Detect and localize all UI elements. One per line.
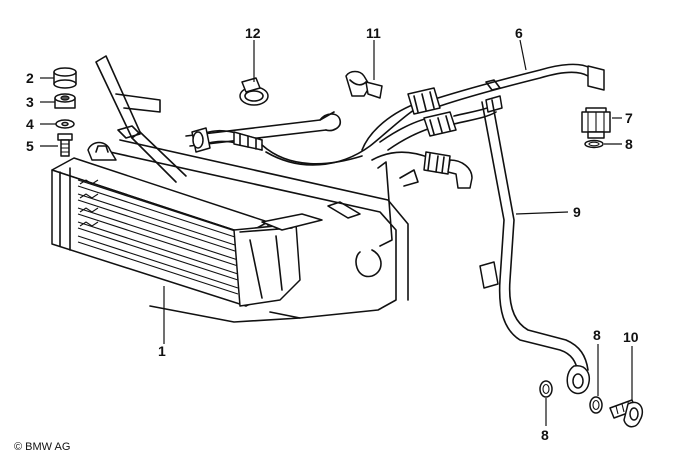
- mounting-frame: [95, 55, 419, 323]
- upper-oil-line-left: [191, 127, 363, 165]
- copyright-notice: © BMW AG: [14, 441, 71, 453]
- callout-3: 3: [26, 94, 34, 110]
- part-5-bolt: [57, 133, 73, 157]
- callout-11: 11: [366, 25, 381, 41]
- callout-7: 7: [625, 110, 633, 126]
- hose-bundle: [265, 63, 605, 189]
- callout-2: 2: [26, 70, 34, 86]
- callout-10: 10: [623, 329, 639, 345]
- callout-1: 1: [158, 343, 166, 359]
- callout-8-left: 8: [541, 427, 549, 443]
- part-8-seal-ring-left: [539, 380, 553, 398]
- part-3-spacer: [54, 93, 76, 109]
- part-8-seal-ring-upper: [584, 139, 604, 149]
- callout-labels: 1 2 3 4 5 12 11 6 7 8 9 8 10 8: [26, 25, 639, 443]
- part-2-bushing: [53, 67, 77, 89]
- leader-lines: [40, 39, 633, 426]
- part-12-hose-clamp: [239, 77, 269, 106]
- part-8-seal-ring-right: [589, 396, 603, 414]
- callout-12: 12: [245, 25, 261, 41]
- part-7-fitting: [581, 107, 611, 139]
- callout-6: 6: [515, 25, 523, 41]
- part-10-banjo-bolt: [609, 399, 644, 428]
- callout-9: 9: [573, 204, 581, 220]
- callout-5: 5: [26, 138, 34, 154]
- callout-8-upper: 8: [625, 136, 633, 152]
- lower-oil-line: [479, 99, 590, 395]
- callout-4: 4: [26, 116, 34, 132]
- callout-8-right: 8: [593, 327, 601, 343]
- part-11-clip: [345, 70, 383, 99]
- part-4-washer: [55, 119, 75, 129]
- oil-cooler: [51, 141, 323, 307]
